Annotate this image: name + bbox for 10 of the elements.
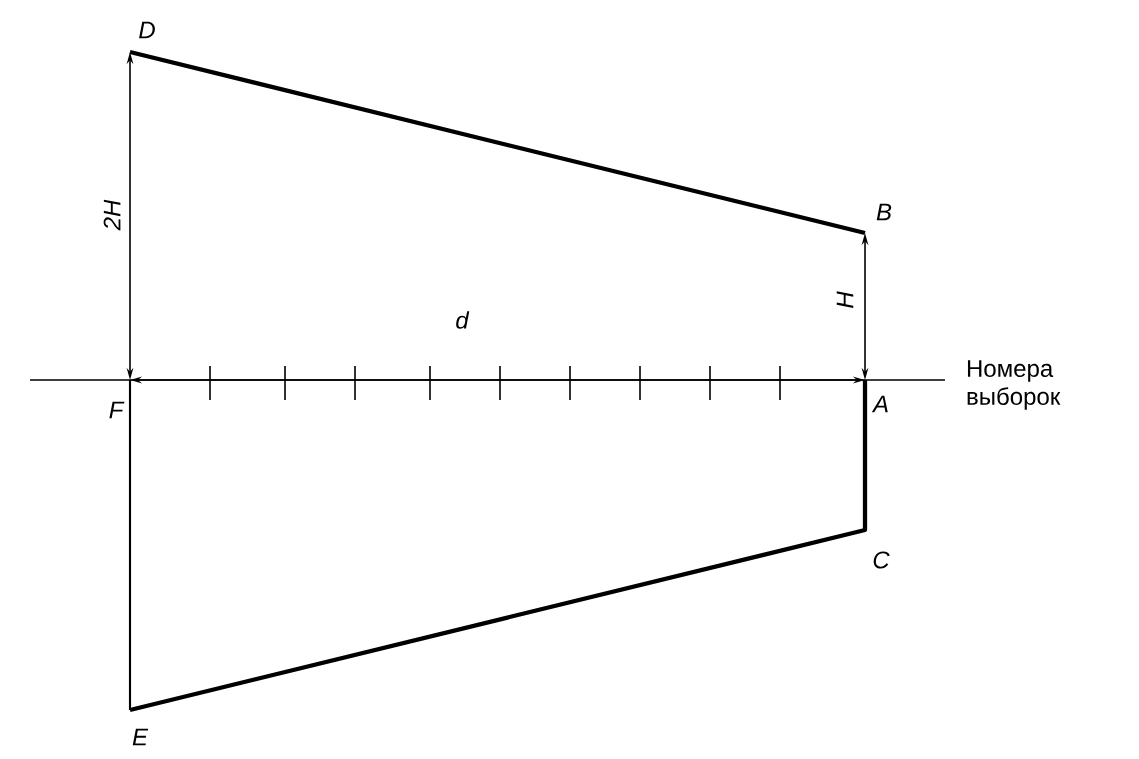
point-label: F <box>109 401 125 419</box>
point-label: 2H <box>103 199 121 231</box>
point-label: E <box>132 728 149 746</box>
point-label: Номера выборок <box>967 360 1061 410</box>
point-label: D <box>139 21 155 39</box>
point-label: A <box>871 395 888 413</box>
point-label: d <box>456 311 470 329</box>
point-label: C <box>873 551 890 569</box>
point-label: H <box>836 291 854 308</box>
point-label: B <box>876 203 892 221</box>
